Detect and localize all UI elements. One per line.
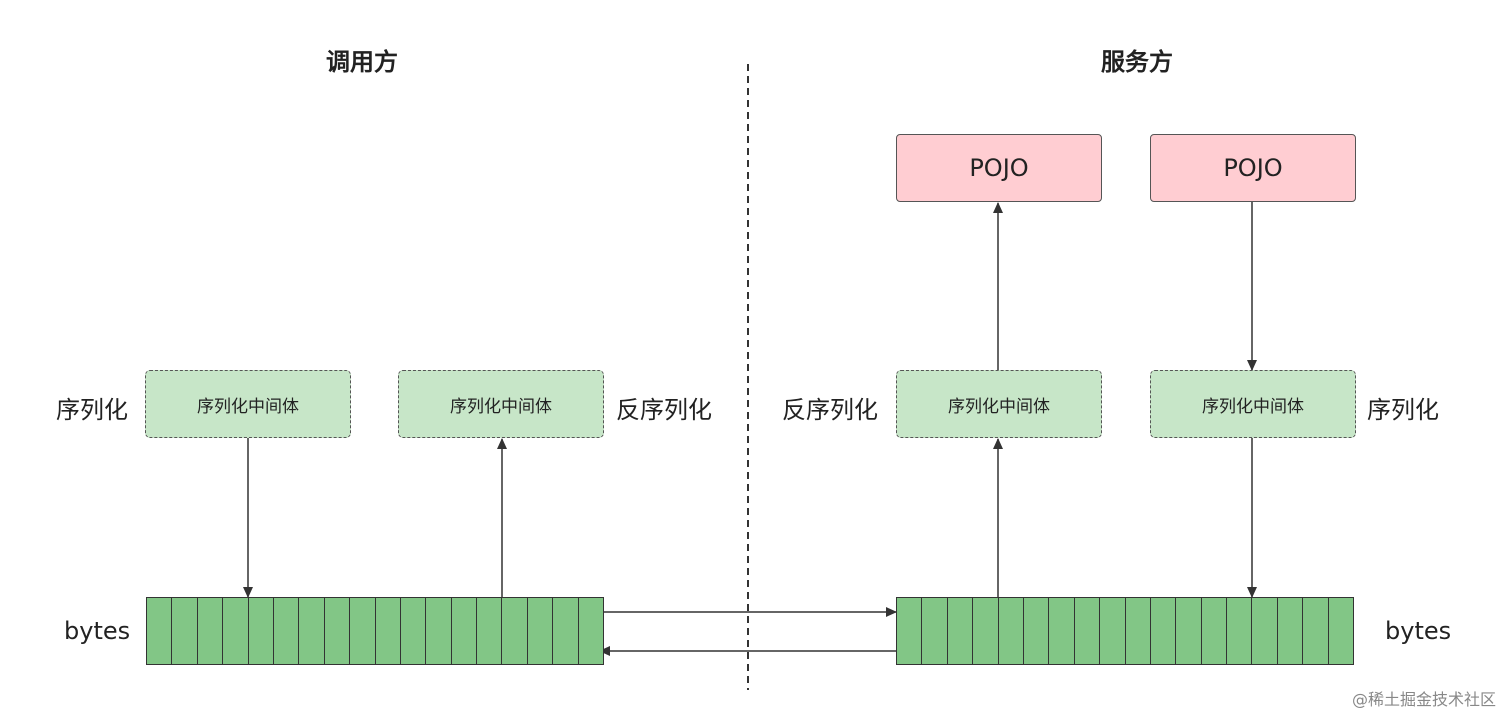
- byte-cell: [350, 598, 376, 664]
- byte-cell: [1075, 598, 1101, 664]
- byte-cell: [579, 598, 603, 664]
- byte-cell: [1024, 598, 1050, 664]
- caller-title: 调用方: [326, 48, 398, 76]
- byte-cell: [1176, 598, 1202, 664]
- byte-cell: [1227, 598, 1253, 664]
- right-bytes-label: bytes: [1385, 617, 1452, 645]
- left-bytes-buffer: [146, 597, 604, 665]
- byte-cell: [1329, 598, 1353, 664]
- byte-cell: [274, 598, 300, 664]
- byte-cell: [147, 598, 173, 664]
- right-intermediate-deserialize: 序列化中间体: [896, 370, 1102, 438]
- pojo-box-serialize-source: POJO: [1150, 134, 1356, 202]
- byte-cell: [401, 598, 427, 664]
- left-serialize-label: 序列化: [56, 396, 128, 424]
- byte-cell: [325, 598, 351, 664]
- byte-cell: [198, 598, 224, 664]
- byte-cell: [948, 598, 974, 664]
- right-deserialize-label: 反序列化: [782, 396, 878, 424]
- byte-cell: [1278, 598, 1304, 664]
- right-intermediate-serialize: 序列化中间体: [1150, 370, 1356, 438]
- byte-cell: [1202, 598, 1228, 664]
- byte-cell: [426, 598, 452, 664]
- byte-cell: [1126, 598, 1151, 664]
- byte-cell: [223, 598, 249, 664]
- byte-cell: [1303, 598, 1329, 664]
- right-serialize-label: 序列化: [1367, 396, 1439, 424]
- byte-cell: [376, 598, 401, 664]
- pojo-box-deserialized: POJO: [896, 134, 1102, 202]
- right-bytes-buffer: [896, 597, 1354, 665]
- byte-cell: [172, 598, 198, 664]
- byte-cell: [452, 598, 478, 664]
- byte-cell: [1100, 598, 1126, 664]
- provider-title: 服务方: [1101, 48, 1173, 76]
- left-deserialize-label: 反序列化: [616, 396, 712, 424]
- byte-cell: [1049, 598, 1075, 664]
- byte-cell: [973, 598, 999, 664]
- left-bytes-label: bytes: [64, 617, 131, 645]
- byte-cell: [1252, 598, 1278, 664]
- byte-cell: [897, 598, 923, 664]
- byte-cell: [922, 598, 948, 664]
- byte-cell: [477, 598, 503, 664]
- byte-cell: [299, 598, 325, 664]
- byte-cell: [249, 598, 274, 664]
- watermark: @稀土掘金技术社区: [1351, 690, 1496, 709]
- byte-cell: [999, 598, 1024, 664]
- byte-cell: [502, 598, 528, 664]
- byte-cell: [528, 598, 554, 664]
- byte-cell: [553, 598, 579, 664]
- left-intermediate-serialize: 序列化中间体: [145, 370, 351, 438]
- left-intermediate-deserialize: 序列化中间体: [398, 370, 604, 438]
- byte-cell: [1151, 598, 1177, 664]
